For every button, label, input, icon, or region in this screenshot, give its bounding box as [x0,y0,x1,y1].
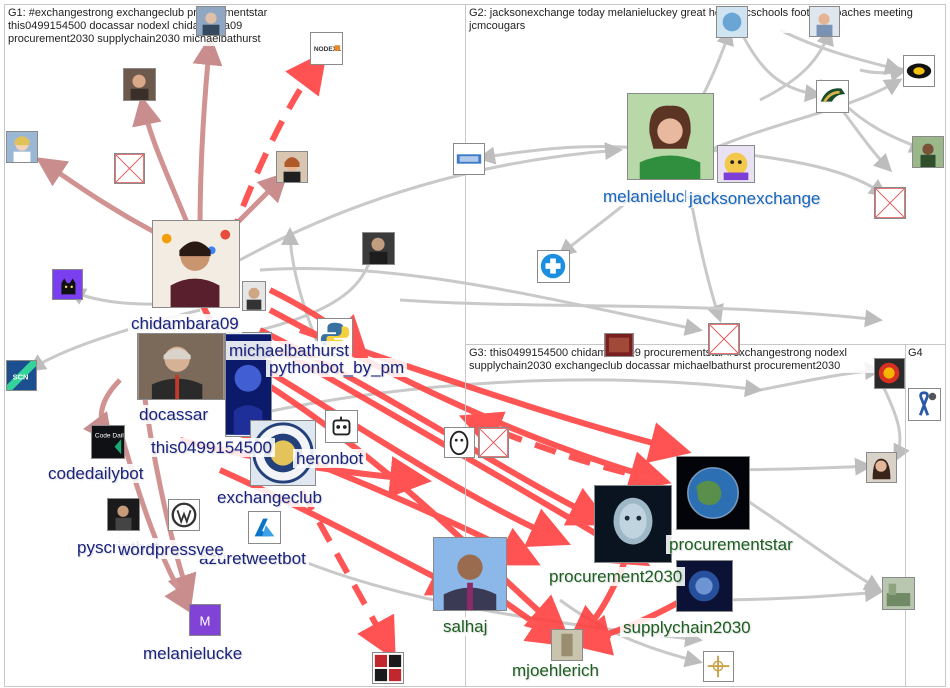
mjoehlerich-avatar[interactable] [551,629,583,661]
nodexl-text: NODEXL [314,46,341,53]
edge [779,28,903,76]
hawkeye-logo-icon[interactable] [903,55,935,87]
school-logo-icon[interactable] [453,143,485,175]
edge [132,95,193,231]
supplychain2030-avatar[interactable] [676,560,733,612]
label-this0499154500: this0499154500 [148,438,276,457]
scn-text: SCN [13,373,29,382]
group-g2-label: G2: jacksonexchange today melanieluckey … [469,7,944,33]
edge [878,379,910,463]
nodexl-icon[interactable]: NODEXL [310,32,343,65]
group-g1-label: G1: #exchangestrong exchangeclub procure… [8,7,308,46]
procurement2030-avatar[interactable] [594,485,672,563]
ornament-icon[interactable] [703,651,734,682]
label-melanieluckey: melanieluckey [600,187,714,206]
wordpress-logo-icon[interactable] [168,499,200,531]
azure-logo-icon[interactable] [248,511,281,544]
avatar-node[interactable] [866,452,897,483]
avatar-node[interactable] [276,151,308,183]
edge [759,27,834,102]
edge [258,377,570,638]
m-avatar-text: M [200,614,211,629]
label-chidambara09: chidambara09 [128,314,242,333]
label-mjoehlerich: mjoehlerich [509,661,602,680]
avatar-node[interactable] [912,136,944,168]
edge [227,50,328,242]
scn-icon[interactable]: SCN [6,360,37,391]
melanieluckey-avatar[interactable] [627,93,714,180]
label-exchangeclub: exchangeclub [214,488,325,507]
label-docassar: docassar [136,405,211,424]
procurementstar-avatar[interactable] [676,456,750,530]
edge [192,35,223,231]
label-wordpressvee: wordpressvee [115,540,227,559]
label-melanielucke: melanielucke [140,644,246,663]
label-supplychain2030: supplychain2030 [620,618,754,637]
avatar-node[interactable] [107,498,140,531]
group-g4-label: G4 [908,347,923,360]
code-daily-bot-icon[interactable]: Code Daily Bot [91,425,125,459]
avatar-node[interactable] [6,131,38,163]
avatar-node[interactable] [196,6,226,36]
label-heronbot: heronbot [293,449,367,468]
edge [399,298,883,328]
missing-image-icon[interactable] [708,323,740,355]
m-avatar-icon[interactable]: M [189,604,221,636]
missing-image-icon[interactable] [874,187,906,219]
avatar-node[interactable] [882,577,915,610]
avatar-node[interactable] [242,281,266,311]
plus-badge-icon[interactable] [537,250,570,283]
avatar-node[interactable] [123,68,156,101]
edge [117,429,193,615]
salhaj-avatar[interactable] [433,537,507,611]
edge [738,29,823,103]
group-g3-label: G3: this0499154500 chidambara09 procurem… [469,347,901,373]
label-jacksonexchange: jacksonexchange [686,189,824,208]
missing-image-icon[interactable] [478,427,509,458]
label-procurementstar: procurementstar [666,535,796,554]
avatar-node[interactable] [362,232,395,265]
jacksonexchange-avatar[interactable] [717,145,755,183]
avatar-node[interactable] [716,6,748,38]
avatar-node[interactable] [874,358,905,389]
label-michaelbathurst: michaelbathurst [226,341,353,360]
group-g4-box [905,344,946,687]
label-salhaj: salhaj [440,617,491,636]
edge [35,157,172,243]
fcbh-logo-icon[interactable] [372,652,404,684]
robot-icon[interactable] [325,410,358,443]
avatar-node[interactable] [604,333,634,357]
mask-icon[interactable] [444,427,475,458]
avatar-node[interactable] [809,6,840,37]
label-codedailybot: codedailybot [45,464,147,483]
codedaily-text: Code Daily Bot [95,432,124,439]
missing-image-icon[interactable] [114,153,145,184]
edge [259,266,703,336]
label-procurement2030: procurement2030 [546,567,686,586]
cougar-logo-icon[interactable] [816,80,849,113]
chidambara09-avatar[interactable] [152,220,240,308]
cat-icon[interactable] [52,269,83,300]
ribbon-icon[interactable] [908,388,941,421]
edge [709,78,903,152]
label-pythonbot: pythonbot_by_pm [266,358,408,377]
docassar-avatar[interactable] [137,333,225,400]
